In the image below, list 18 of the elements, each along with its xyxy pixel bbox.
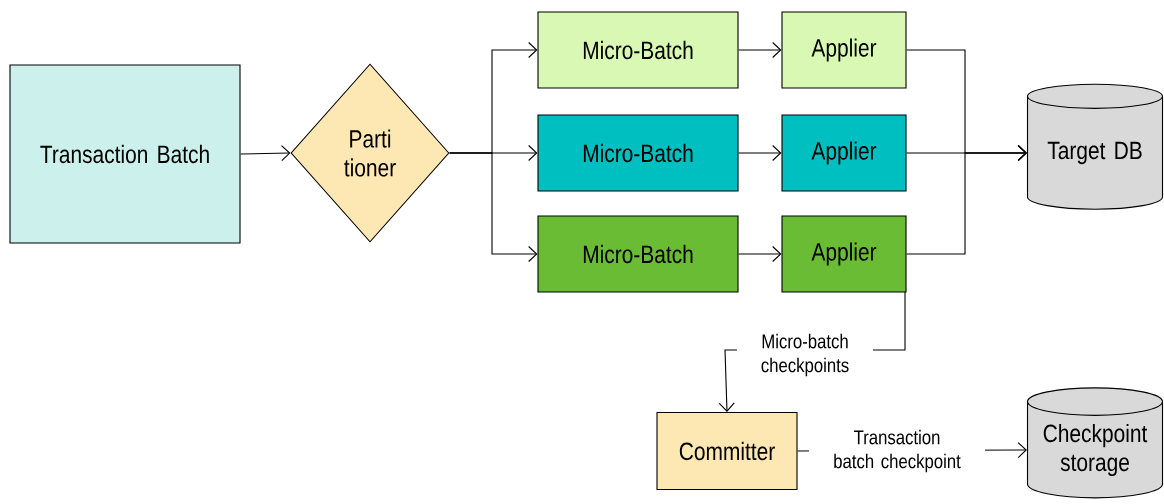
arrow bbox=[738, 144, 782, 162]
process-box: Micro-Batch bbox=[537, 114, 739, 192]
arrow bbox=[738, 245, 782, 263]
database-cylinder: Checkpoint storage bbox=[1026, 387, 1164, 499]
arrow bbox=[738, 41, 782, 59]
process-box: Transaction Batch bbox=[9, 64, 241, 244]
arrow bbox=[449, 152, 538, 263]
process-box: Committer bbox=[656, 411, 798, 491]
process-box: Applier bbox=[781, 11, 907, 89]
arrow bbox=[240, 145, 291, 162]
database-cylinder: Target DB bbox=[1026, 83, 1164, 210]
edge-label: Micro-batch checkpoints bbox=[737, 330, 873, 380]
process-box: Micro-Batch bbox=[537, 11, 739, 89]
process-box: Applier bbox=[781, 114, 907, 192]
process-box: Micro-Batch bbox=[537, 215, 739, 293]
process-box: Applier bbox=[781, 215, 907, 293]
edge-label: Transaction batch checkpoint bbox=[809, 426, 985, 476]
arrow bbox=[906, 144, 1027, 255]
